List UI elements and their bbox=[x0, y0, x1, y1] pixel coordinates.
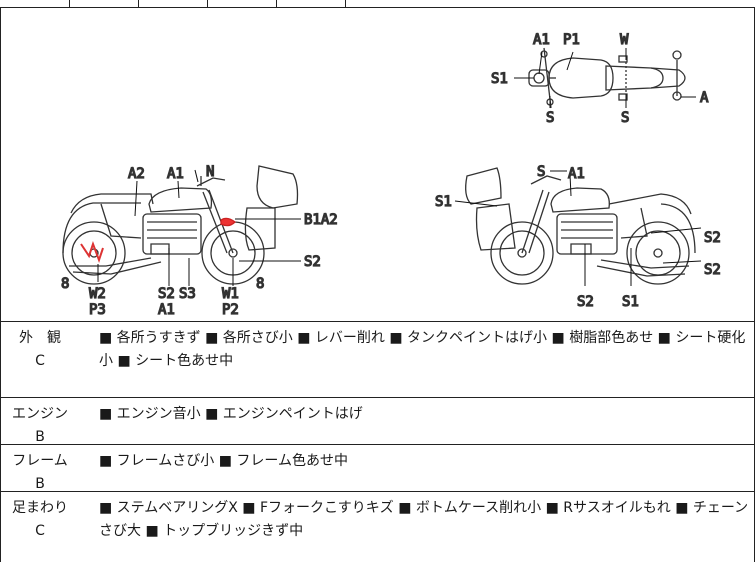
category-name: 足まわり bbox=[12, 500, 68, 516]
callout-label: P2 bbox=[222, 302, 239, 318]
callout-label: A bbox=[700, 90, 709, 106]
condition-description: ■ エンジン音小 ■ エンジンペイントはげ bbox=[99, 406, 363, 422]
table-cell-divider bbox=[207, 0, 208, 7]
condition-description: ■ フレームさび小 ■ フレーム色あせ中 bbox=[99, 453, 348, 469]
category-name: 外 観 bbox=[19, 330, 61, 346]
condition-category: 外 観 C bbox=[1, 322, 79, 373]
callout-label: S2 bbox=[158, 286, 175, 302]
callout-label: S3 bbox=[179, 286, 196, 302]
previous-table-row-edge bbox=[0, 0, 755, 8]
condition-description: ■ 各所うすきず ■ 各所さび小 ■ レバー削れ ■ タンクペイントはげ小 ■ … bbox=[99, 330, 746, 369]
condition-category: エンジン B bbox=[1, 398, 79, 449]
condition-description: ■ ステムベアリングX ■ Fフォークこすりキズ ■ ボトムケース削れ小 ■ R… bbox=[99, 500, 749, 539]
condition-row-suspension: 足まわり C ■ ステムベアリングX ■ Fフォークこすりキズ ■ ボトムケース… bbox=[0, 491, 755, 562]
callout-label: A1 bbox=[533, 32, 550, 48]
table-cell-divider bbox=[276, 0, 277, 7]
condition-row-exterior: 外 観 C ■ 各所うすきず ■ 各所さび小 ■ レバー削れ ■ タンクペイント… bbox=[0, 321, 755, 398]
category-name: フレーム bbox=[12, 453, 68, 469]
callout-label: A1 bbox=[167, 166, 184, 182]
callout-leaders bbox=[97, 48, 702, 286]
left-view-callouts: A2 A1 N B1A2 S2 8 W2 P3 S2 S3 A1 W1 P2 8 bbox=[60, 163, 338, 318]
callout-label: W1 bbox=[222, 286, 239, 302]
callout-label: W bbox=[620, 32, 629, 48]
table-cell-divider bbox=[138, 0, 139, 7]
callout-label: A1 bbox=[568, 166, 585, 182]
right-view-callouts: S A1 S1 S2 S2 S2 S1 bbox=[434, 163, 721, 310]
callout-label: S bbox=[546, 110, 554, 126]
callout-label: S1 bbox=[435, 194, 452, 210]
callout-label: S bbox=[537, 164, 545, 180]
top-view-callouts: A1 P1 W S1 A S S bbox=[490, 31, 709, 126]
table-cell-divider bbox=[69, 0, 70, 7]
motorcycle-right-view bbox=[465, 167, 696, 285]
callout-label: S bbox=[621, 110, 629, 126]
condition-row-engine: エンジン B ■ エンジン音小 ■ エンジンペイントはげ bbox=[0, 397, 755, 445]
table-cell-divider bbox=[345, 0, 346, 7]
motorcycle-top-view bbox=[528, 47, 686, 109]
callout-label: W2 bbox=[89, 286, 106, 302]
callout-label: 8 bbox=[256, 276, 264, 292]
condition-row-frame: フレーム B ■ フレームさび小 ■ フレーム色あせ中 bbox=[0, 444, 755, 492]
motorcycle-left-view bbox=[62, 165, 299, 285]
damage-diagram-panel: A1 P1 W S1 A S S A2 A1 N B1A2 S2 8 W2 P3… bbox=[0, 8, 755, 321]
condition-category: 足まわり C bbox=[1, 492, 79, 543]
motorcycle-diagram: A1 P1 W S1 A S S A2 A1 N B1A2 S2 8 W2 P3… bbox=[60, 31, 721, 318]
callout-label: P1 bbox=[563, 32, 580, 48]
callout-label: S1 bbox=[491, 71, 508, 87]
callout-label: S2 bbox=[704, 262, 721, 278]
condition-category: フレーム B bbox=[1, 445, 79, 496]
category-grade: C bbox=[35, 523, 45, 539]
callout-label: A1 bbox=[158, 302, 175, 318]
callout-label: N bbox=[206, 164, 214, 180]
category-grade: B bbox=[35, 476, 45, 492]
category-grade: B bbox=[35, 429, 45, 445]
callout-label: B1A2 bbox=[304, 212, 338, 228]
callout-label: A2 bbox=[128, 166, 145, 182]
category-grade: C bbox=[35, 353, 45, 369]
category-name: エンジン bbox=[12, 406, 68, 422]
callout-label: S2 bbox=[577, 294, 594, 310]
callout-label: S2 bbox=[704, 230, 721, 246]
callout-label: S2 bbox=[304, 254, 321, 270]
callout-label: S1 bbox=[622, 294, 639, 310]
callout-label: 8 bbox=[61, 276, 69, 292]
callout-label: P3 bbox=[89, 302, 106, 318]
